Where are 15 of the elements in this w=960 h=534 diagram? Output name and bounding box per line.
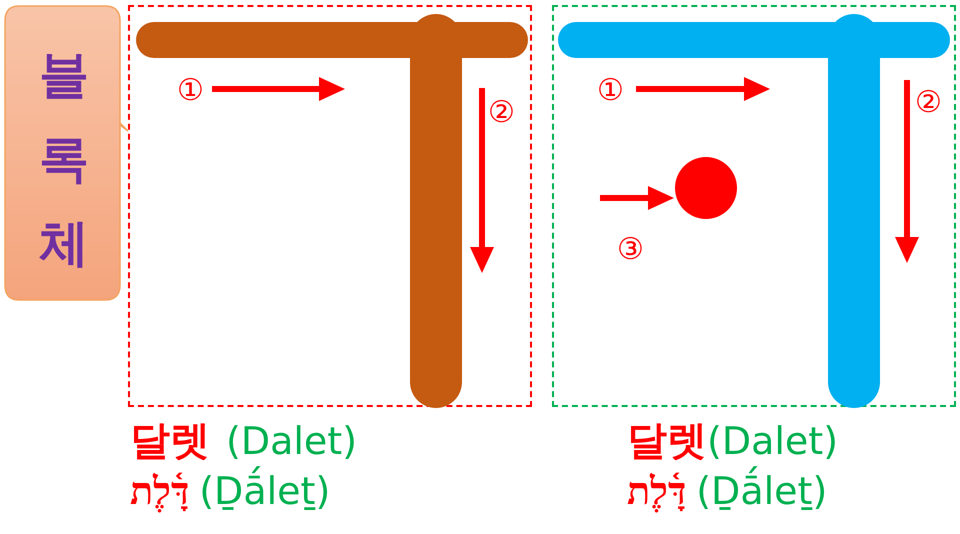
speech-bubble <box>4 5 130 301</box>
step-number: ③ <box>617 235 644 265</box>
transliteration-text: (Ḏā́leṯ) <box>199 468 330 514</box>
korean-name-text: 달렛 <box>130 418 210 464</box>
step-number: ① <box>597 76 624 106</box>
callout-text: 블록체 <box>38 45 90 274</box>
hebrew-name-text: דָּ֫לֶת <box>627 468 686 514</box>
korean-name-text: 달렛 <box>627 418 707 464</box>
transliteration-text: (Ḏā́leṯ) <box>696 468 828 514</box>
step-number: ① <box>177 76 204 106</box>
transliteration-text: (Dalet) <box>226 418 358 464</box>
hebrew-name-text: דָּ֫לֶת <box>130 468 190 514</box>
step-number: ② <box>915 88 942 118</box>
transliteration-text: (Dalet) <box>707 418 838 464</box>
step-number: ② <box>488 98 515 128</box>
